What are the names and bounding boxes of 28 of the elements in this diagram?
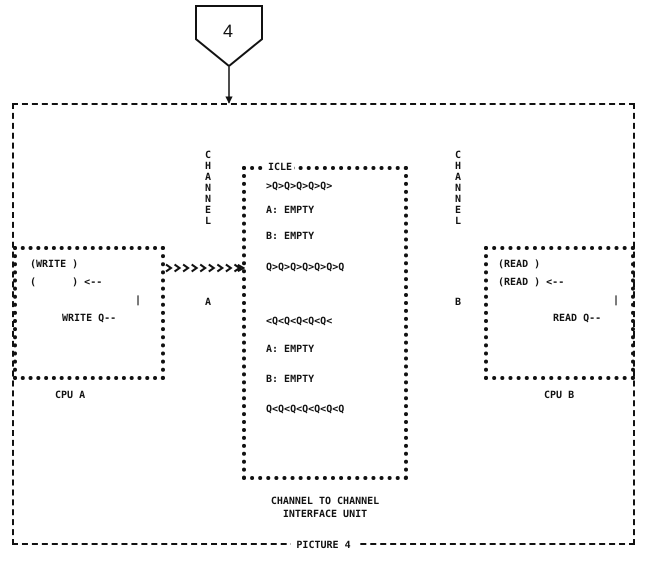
ascii-text: (READ ) [498, 259, 540, 271]
callout-pentagon [195, 5, 263, 67]
channel-letter: B [455, 297, 462, 309]
unit-caption: CHANNEL TO CHANNEL INTERFACE UNIT [270, 495, 380, 521]
picture-title: PICTURE 4 [290, 540, 357, 551]
ascii-text: | [135, 295, 142, 307]
queue-text: Q>Q>Q>Q>Q>Q>Q [266, 262, 344, 274]
ascii-text: (READ ) <-- [498, 277, 564, 289]
arrow [225, 67, 233, 104]
ascii-text: WRITE Q-- [62, 313, 116, 325]
queue-text: >Q>Q>Q>Q>Q> [266, 181, 332, 193]
ascii-text: | [613, 295, 620, 307]
channel-label: CHANNEL [455, 150, 462, 227]
ascii-text: ( ) <-- [30, 277, 102, 289]
chevron-connector [165, 264, 244, 272]
queue-status: A: EMPTY [266, 205, 314, 217]
cpu-label: CPU B [544, 390, 574, 401]
queue-text: Q<Q<Q<Q<Q<Q<Q [266, 404, 344, 416]
queue-status: B: EMPTY [266, 231, 314, 243]
channel-label: CHANNEL [205, 150, 212, 227]
callout-number: 4 [223, 21, 234, 42]
queue-status: B: EMPTY [266, 374, 314, 386]
ascii-text: (WRITE ) [30, 259, 78, 271]
ascii-text: READ Q-- [553, 313, 602, 325]
cpu-label: CPU A [55, 390, 86, 401]
queue-text: <Q<Q<Q<Q<Q< [266, 316, 332, 328]
channel-letter: A [205, 297, 212, 309]
queue-status: A: EMPTY [266, 344, 314, 356]
